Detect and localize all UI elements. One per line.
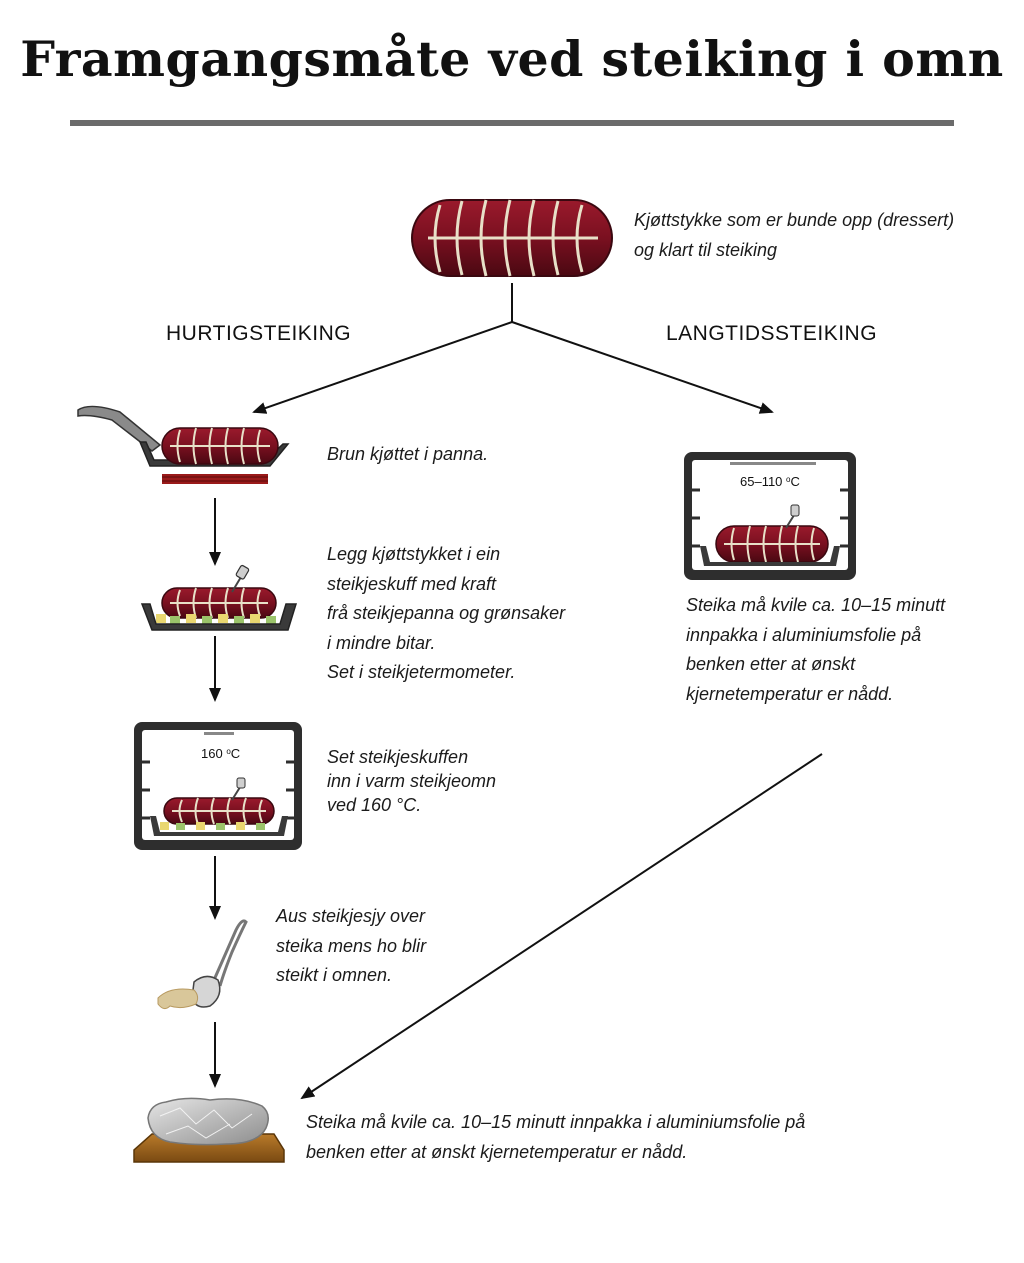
- start-description: Kjøttstykke som er bunde opp (dressert) …: [634, 206, 954, 265]
- step-line: Brun kjøttet i panna.: [327, 444, 489, 464]
- step-line: Steika må kvile ca. 10–15 minutt: [686, 595, 946, 615]
- branch-label-langtidssteiking: LANGTIDSSTEIKING: [666, 322, 878, 345]
- tied-roast-icon: [411, 199, 613, 277]
- branch-label-hurtigsteiking: HURTIGSTEIKING: [166, 322, 352, 345]
- step-baste: Aus steikjesjy over steika mens ho blir …: [276, 902, 426, 991]
- foil-wrapped-roast-icon: [133, 1097, 285, 1163]
- frying-pan-icon: [77, 405, 290, 484]
- step-brown: Brun kjøttet i panna.: [327, 440, 488, 470]
- title-divider: [70, 120, 954, 126]
- step-line: kjernetemperatur er nådd.: [686, 683, 894, 704]
- step-line: steika mens ho blir: [276, 935, 427, 956]
- oven-right-temp-value: 65–110: [740, 474, 783, 489]
- step-line: Steika må kvile ca. 10–15 minutt innpakk…: [306, 1112, 806, 1132]
- oven-left-temp: 160 oC: [201, 746, 241, 761]
- step-line: frå steikjepanna og grønsaker: [327, 603, 566, 623]
- step-line: Set i steikjetermometer.: [327, 662, 516, 682]
- oven-right-temp-unit: C: [790, 474, 800, 489]
- step-oven: Set steikjeskuffen inn i varm steikjeomn…: [327, 745, 496, 817]
- step-line: Set steikjeskuffen: [327, 747, 469, 767]
- start-line: og klart til steiking: [634, 239, 778, 260]
- step-line: benken etter at ønskt: [686, 654, 856, 674]
- step-line: ved 160 °C.: [327, 795, 422, 815]
- oven-left-temp-unit: C: [230, 746, 241, 761]
- step-line: i mindre bitar.: [327, 632, 436, 653]
- step-rest-final: Steika må kvile ca. 10–15 minutt innpakk…: [306, 1108, 805, 1167]
- step-line: innpakka i aluminiumsfolie på: [686, 624, 922, 645]
- oven-left-icon: [134, 722, 302, 850]
- step-line: Legg kjøttstykket i ein: [327, 544, 501, 564]
- start-line: Kjøttstykke som er bunde opp (dressert): [634, 210, 955, 230]
- oven-right-icon: [684, 452, 856, 580]
- step-line: benken etter at ønskt kjernetemperatur e…: [306, 1141, 688, 1162]
- ladle-icon: [157, 919, 248, 1010]
- step-line: steikt i omnen.: [276, 965, 393, 985]
- rest-arrow: [300, 753, 823, 1100]
- step-line: Aus steikjesjy over: [276, 906, 426, 926]
- step-line: inn i varm steikjeomn: [327, 771, 497, 791]
- oven-left-temp-value: 160: [201, 746, 223, 761]
- oven-right-temp: 65–110 oC: [740, 474, 800, 489]
- page-title: Framgangsmåte ved steiking i omn: [20, 30, 1004, 88]
- step-line: steikjeskuff med kraft: [327, 573, 497, 594]
- roasting-tray-icon: [140, 564, 298, 631]
- step-tray: Legg kjøttstykket i ein steikjeskuff med…: [327, 540, 565, 688]
- step-rest-right: Steika må kvile ca. 10–15 minutt innpakk…: [686, 591, 945, 709]
- branch-connector: [252, 283, 774, 414]
